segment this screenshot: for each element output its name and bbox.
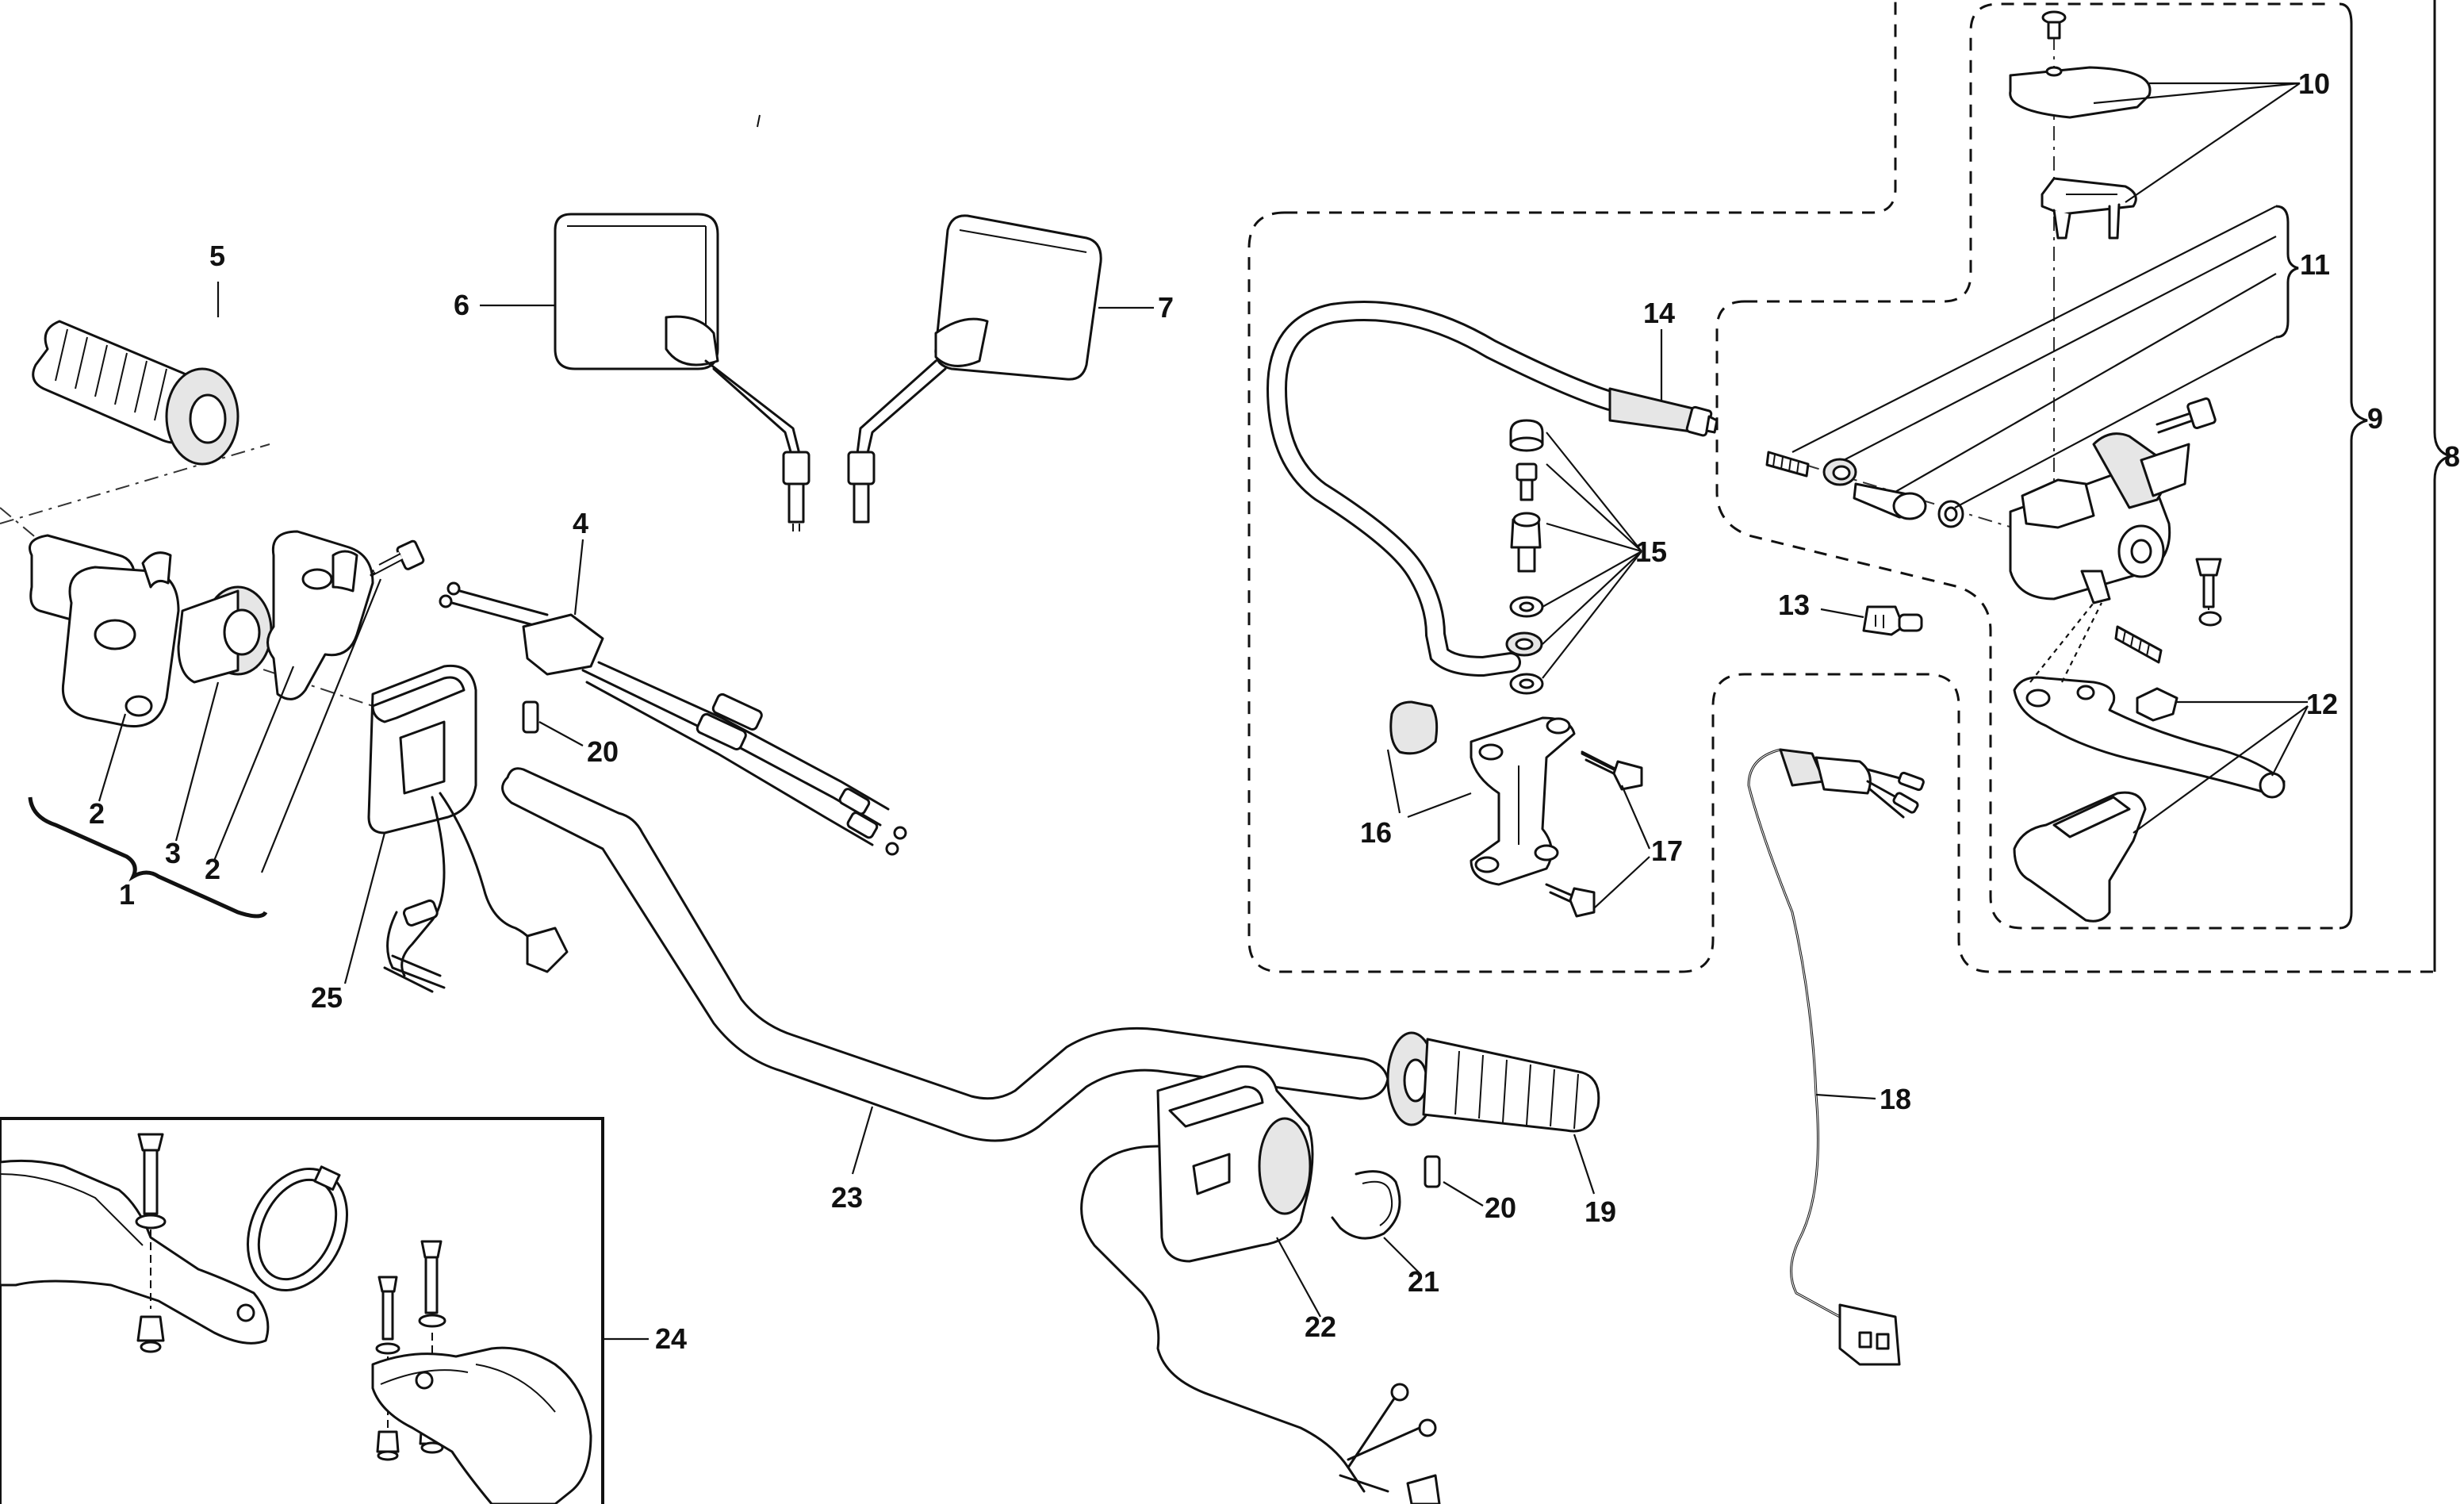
leader-23 [851,1106,874,1175]
master-cylinder-group-boundary [1715,2,2339,930]
leader-20a [538,721,584,746]
handlebar [501,767,1389,1142]
reservoir-diaphragm [2041,177,2137,240]
right-hand-guard [371,1346,592,1504]
callout-7: 7 [1158,291,1174,324]
leader-2a [98,713,127,802]
right-grip [1386,1031,1600,1133]
lever-pivot-screw [2195,558,2222,627]
reservoir-cap-screw [2041,10,2067,40]
lever-clamp [2013,791,2147,923]
callout-12: 12 [2306,688,2338,720]
leader-17 [1593,785,1651,909]
leader-15 [1542,432,1642,679]
brake-hose [1266,301,1719,677]
callout-10: 10 [2298,67,2330,100]
reservoir-cap [2009,66,2152,119]
stray-mark [757,114,761,128]
callout-5: 5 [209,240,225,272]
callout-8: 8 [2444,440,2460,473]
leader-2b [213,666,295,861]
callout-2b: 2 [205,853,220,885]
callout-15: 15 [1635,535,1667,568]
master-cylinder-body [2009,432,2190,604]
leader-16 [1386,749,1472,819]
left-guard-bolt [135,1133,167,1353]
stop-switch-cable [1747,748,1925,1366]
callout-25: 25 [311,981,343,1014]
circlip [1331,1170,1401,1240]
callout-9: 9 [2367,402,2383,435]
throttle-sleeve [177,585,273,684]
dowel-pin-right [1424,1155,1441,1188]
leader-12 [2133,700,2309,834]
left-grip [32,320,240,466]
leader-13 [1820,608,1864,619]
throttle-housing-lower [29,534,180,728]
leader-4 [573,539,584,616]
brake-hose-group-boundary [1247,0,2435,973]
left-hand-guard [0,1159,270,1345]
piston-kit [1765,451,1964,528]
hand-guard-kit-box [0,1117,604,1504]
callout-6: 6 [454,289,469,321]
leader-11 [1791,205,2277,508]
callout-13: 13 [1778,589,1810,621]
callout-18: 18 [1880,1083,1911,1115]
callout-21: 21 [1408,1265,1439,1298]
brake-lever [2013,676,2286,799]
throttle-cables [439,581,907,856]
callout-16: 16 [1360,816,1392,849]
callout-3: 3 [165,837,181,869]
callout-20a: 20 [587,735,619,768]
leader-22 [1276,1237,1321,1318]
leader-3 [174,681,220,842]
group-bracket-8 [2433,0,2451,972]
callout-20b: 20 [1485,1191,1516,1224]
guard-clamp-ring [247,1165,348,1292]
mirror-clamp [1389,700,1576,886]
callout-22: 22 [1305,1310,1336,1343]
banjo-fittings [1505,419,1544,695]
throttle-housing-screw [370,539,425,577]
dowel-pin-left [522,700,539,734]
callout-24: 24 [655,1322,687,1355]
leader-25 [343,832,386,984]
callout-1: 1 [119,878,135,911]
callout-23: 23 [831,1181,863,1214]
callout-4: 4 [573,507,588,539]
right-switch-assembly [1080,1065,1441,1504]
left-switch-assembly [367,664,569,993]
callout-14: 14 [1643,297,1675,329]
lever-spring [2114,625,2163,664]
group-bracket-11 [2275,205,2299,339]
throttle-housing-upper [266,530,374,700]
group-bracket-9 [2339,2,2368,930]
leader-10 [2093,82,2301,203]
leader-2c [260,578,382,873]
clamp-screw-upper [2156,397,2217,434]
leader-20b [1443,1181,1484,1207]
callout-17: 17 [1651,834,1683,867]
left-mirror [554,213,810,531]
right-mirror [847,214,1102,524]
clamp-bolts [1545,750,1643,918]
brake-light-switch [1862,605,1923,636]
group-bracket-1 [28,796,268,919]
leader-21 [1383,1237,1420,1274]
leader-19 [1573,1134,1596,1195]
callout-2a: 2 [89,797,105,830]
leader-18 [1815,1093,1876,1100]
callout-19: 19 [1585,1195,1616,1228]
leader-lever-axis [2029,602,2102,683]
callout-11: 11 [2300,248,2330,281]
